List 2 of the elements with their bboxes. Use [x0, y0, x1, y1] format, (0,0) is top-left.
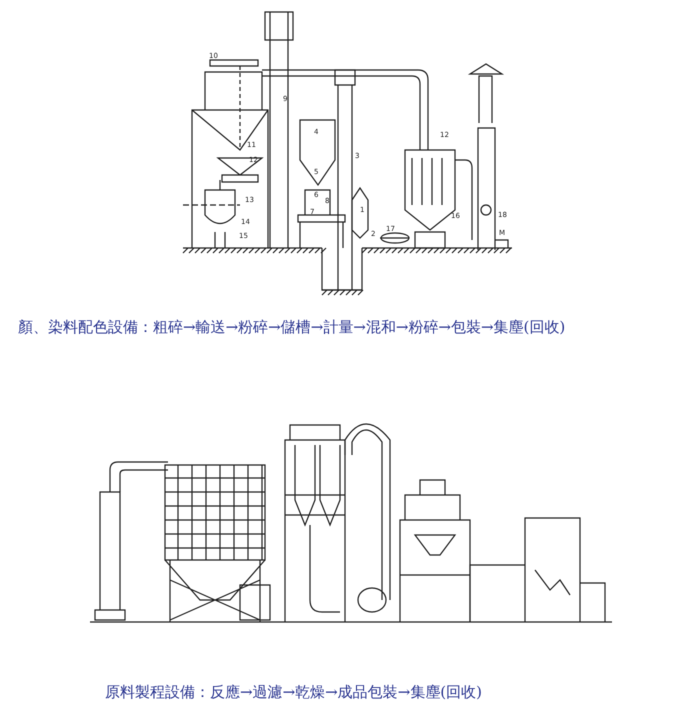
process-caption: 顏、染料配色設備：粗碎→輸送→粉碎→儲槽→計量→混和→粉碎→包裝→集塵(回收) [18, 318, 566, 336]
process-caption: 原料製程設備：反應→過濾→乾燥→成品包裝→集塵(回收) [105, 683, 482, 701]
